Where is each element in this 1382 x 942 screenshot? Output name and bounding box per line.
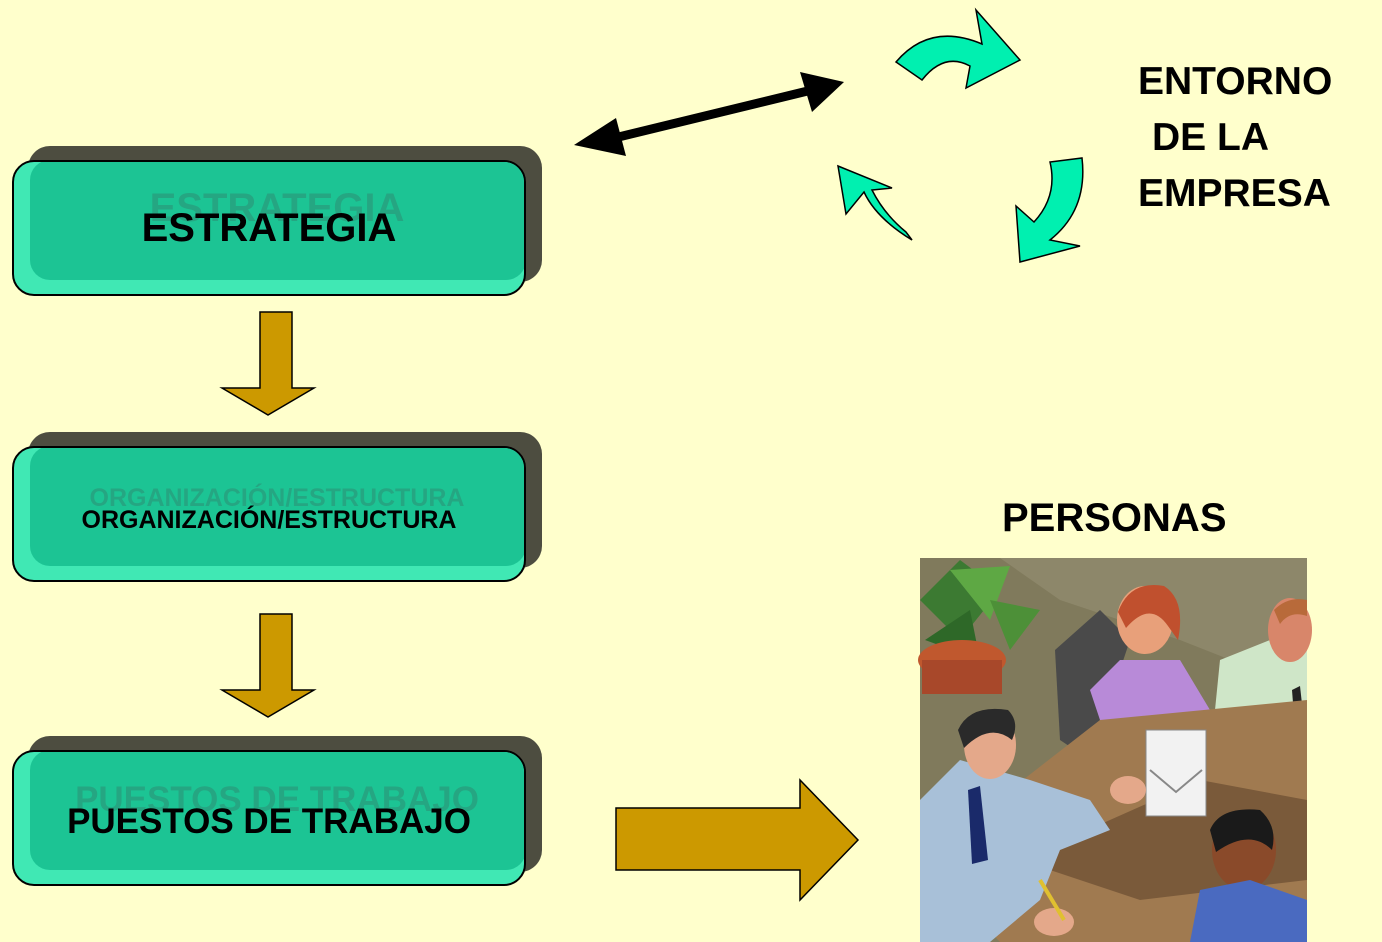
right-arrow-jobs-to-people bbox=[615, 778, 860, 902]
people-title: PERSONAS bbox=[1002, 496, 1227, 540]
double-headed-arrow bbox=[574, 72, 844, 156]
strategy-box: ESTRATEGIA ESTRATEGIA bbox=[12, 146, 542, 296]
cycle-arrow-right bbox=[1015, 157, 1084, 263]
down-arrow-organization-to-jobs bbox=[219, 613, 317, 718]
organization-box-label: ORGANIZACIÓN/ESTRUCTURA bbox=[81, 506, 457, 534]
strategy-box-label: ESTRATEGIA bbox=[141, 206, 397, 250]
jobs-box-shadow-label: PUESTOS DE TRABAJO bbox=[75, 780, 479, 819]
organization-box: ORGANIZACIÓN/ESTRUCTURA ORGANIZACIÓN/EST… bbox=[12, 432, 542, 582]
meeting-clipart bbox=[918, 558, 1312, 942]
strategy-box-shadow-label: ESTRATEGIA bbox=[149, 186, 405, 230]
cycle-arrow-left bbox=[837, 164, 913, 241]
jobs-box: PUESTOS DE TRABAJO PUESTOS DE TRABAJO bbox=[12, 736, 542, 886]
cycle-arrow-top bbox=[894, 7, 1022, 90]
down-arrow-strategy-to-organization bbox=[219, 311, 317, 416]
jobs-box-label: PUESTOS DE TRABAJO bbox=[67, 802, 471, 841]
environment-line-1: ENTORNO bbox=[1138, 60, 1333, 103]
environment-line-3: EMPRESA bbox=[1138, 172, 1331, 215]
environment-line-2: DE LA bbox=[1152, 116, 1269, 159]
organization-box-shadow-label: ORGANIZACIÓN/ESTRUCTURA bbox=[89, 484, 465, 512]
